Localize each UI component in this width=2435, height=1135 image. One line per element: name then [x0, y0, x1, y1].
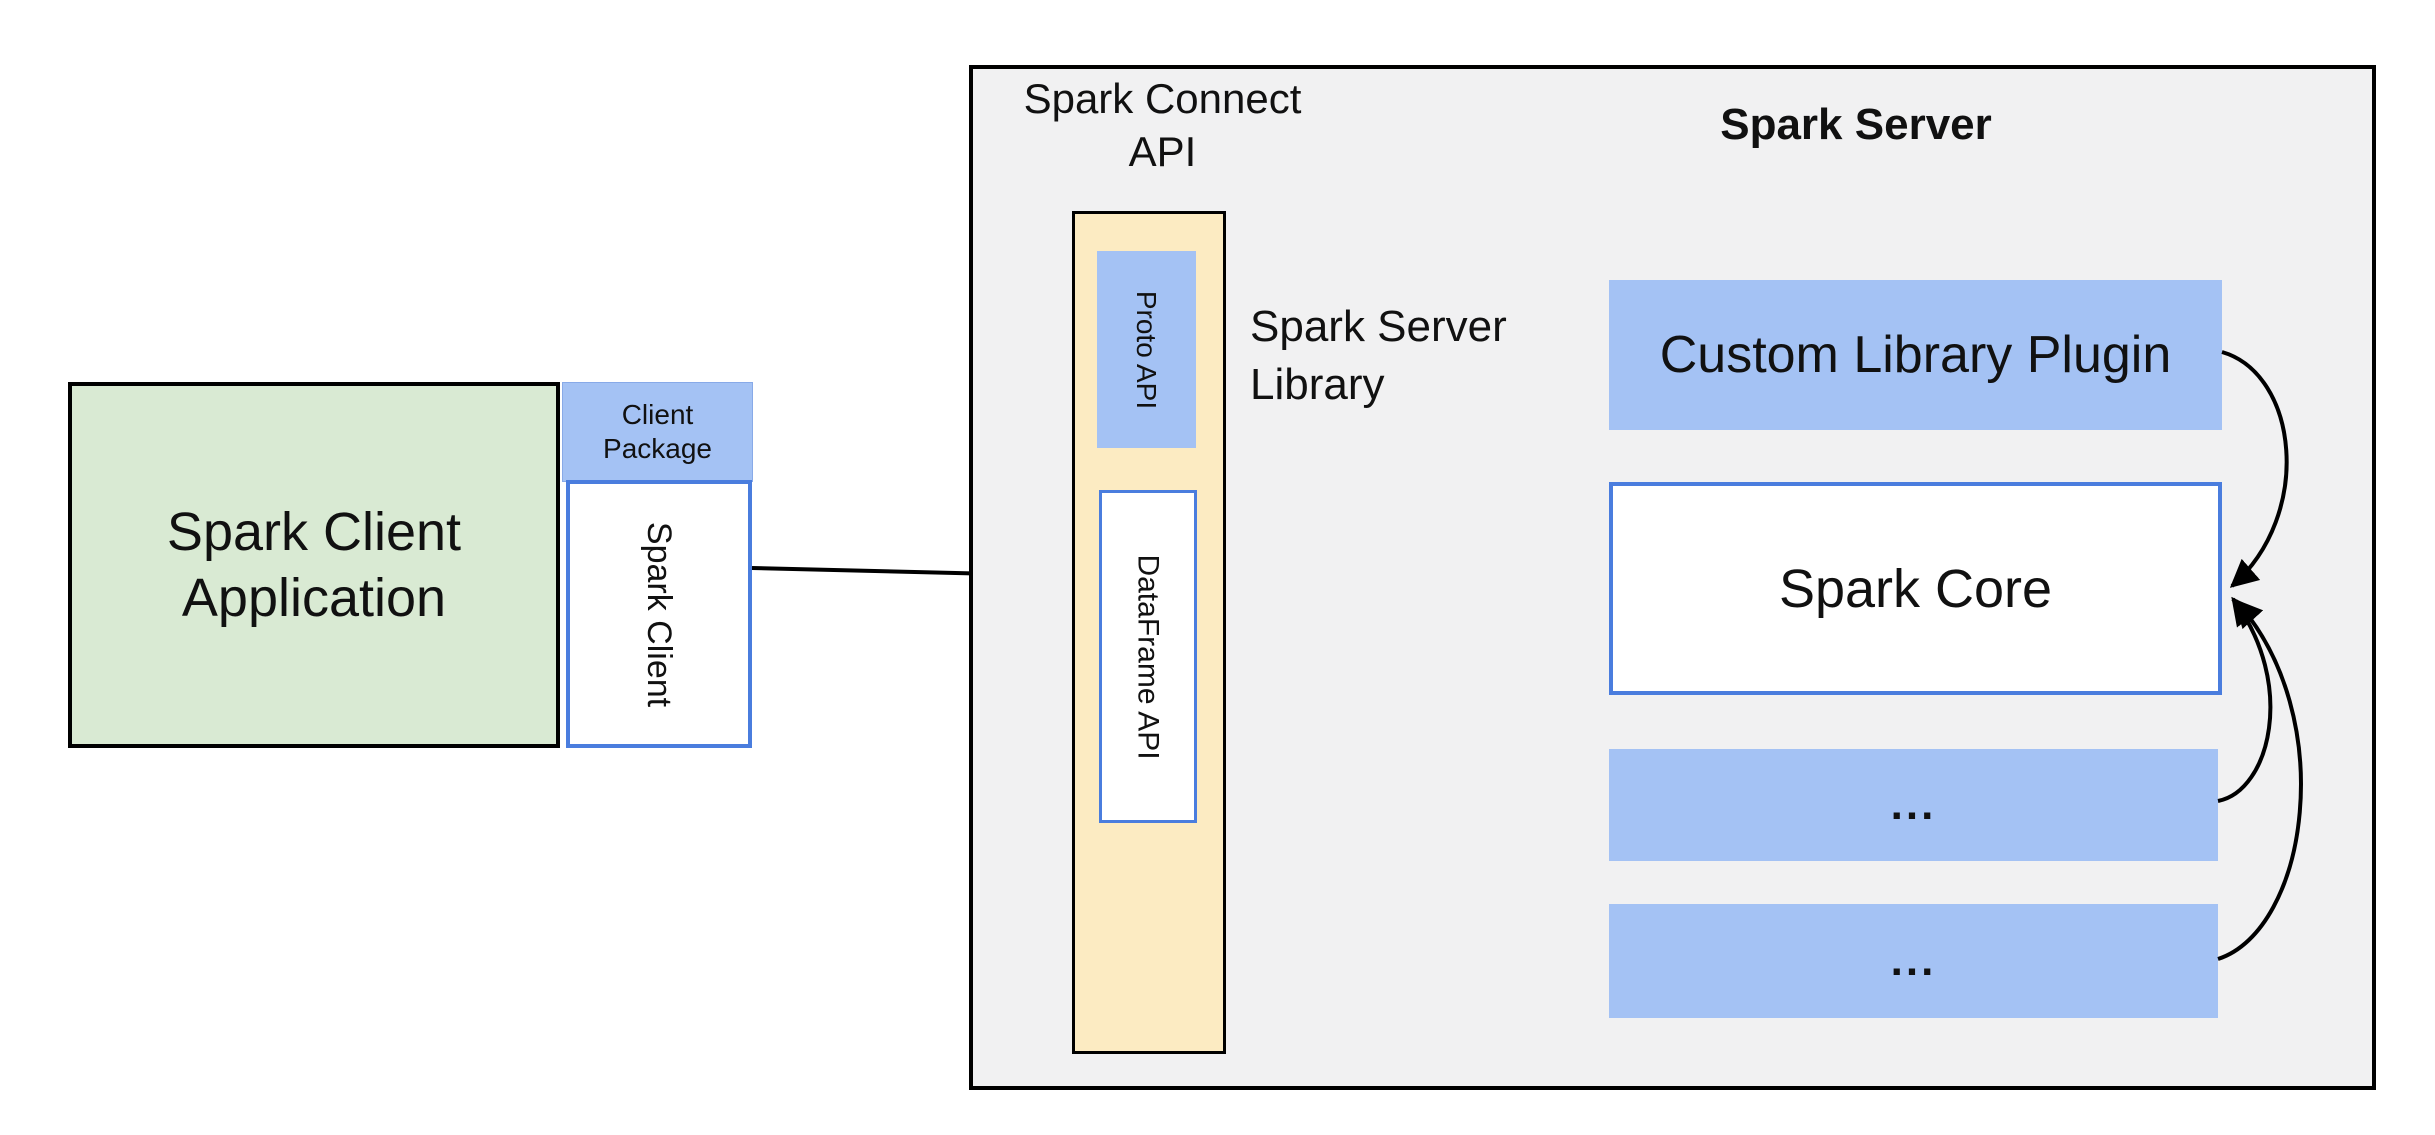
- spark-server-title-text: Spark Server: [1720, 100, 1992, 149]
- spark-core-box: Spark Core: [1609, 482, 2222, 695]
- dataframe-api-box: DataFrame API: [1099, 490, 1197, 823]
- spark-server-library-text: Spark Server Library: [1250, 302, 1507, 409]
- custom-library-plugin-box: Custom Library Plugin: [1609, 280, 2222, 430]
- proto-api-label: Proto API: [1131, 290, 1163, 409]
- dataframe-api-label: DataFrame API: [1132, 553, 1166, 760]
- proto-api-box: Proto API: [1097, 251, 1196, 448]
- spark-core-label: Spark Core: [1778, 558, 2053, 619]
- spark-client-label: Spark Client: [640, 521, 679, 707]
- plugin-placeholder-box-2: ...: [1609, 904, 2218, 1018]
- spark-connect-api-label: Spark Connect API: [975, 72, 1350, 178]
- plugin-placeholder-label-1: ...: [1890, 780, 1937, 829]
- plugin-placeholder-box-1: ...: [1609, 749, 2218, 861]
- spark-client-application-box: Spark Client Application: [68, 382, 560, 748]
- spark-server-library-label: Spark Server Library: [1250, 240, 1670, 414]
- plugin-placeholder-label-2: ...: [1890, 936, 1937, 985]
- spark-connect-api-text: Spark Connect API: [1023, 75, 1302, 175]
- spark-client-application-label: Spark Client Application: [166, 502, 462, 628]
- custom-library-plugin-label: Custom Library Plugin: [1659, 326, 2172, 384]
- spark-client-box: Spark Client: [566, 480, 752, 748]
- client-package-box: Client Package: [562, 382, 753, 482]
- spark-server-title: Spark Server: [1606, 100, 2106, 150]
- client-package-label: Client Package: [603, 399, 712, 464]
